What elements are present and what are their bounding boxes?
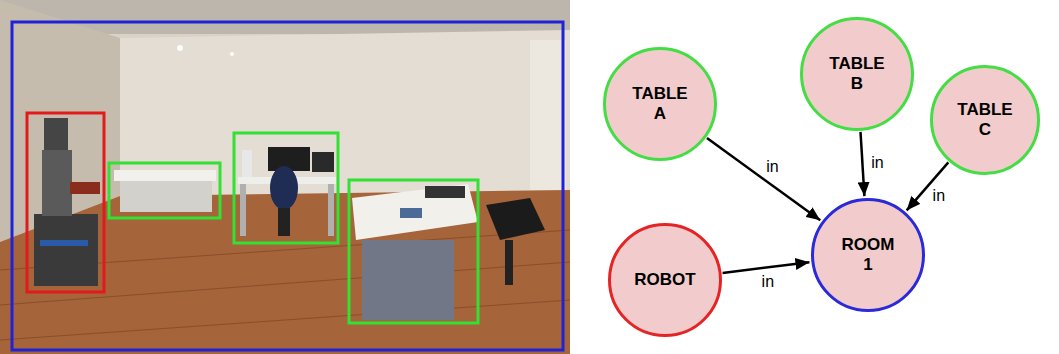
chair-base bbox=[505, 240, 513, 285]
graph-node: TABLE B bbox=[800, 17, 914, 131]
edge-label: in bbox=[760, 274, 776, 292]
desk-device bbox=[400, 208, 422, 218]
table-leg bbox=[328, 184, 334, 236]
plank-line bbox=[0, 300, 570, 340]
node-label: ROOM 1 bbox=[837, 235, 899, 276]
table-box bbox=[234, 133, 338, 243]
node-text-group: TABLE C bbox=[954, 100, 1016, 141]
node-text-group: ROBOT bbox=[634, 270, 695, 290]
graph-node: ROOM 1 bbox=[811, 198, 925, 312]
ceiling-light bbox=[177, 45, 183, 51]
node-outline bbox=[932, 67, 1039, 174]
room-box bbox=[12, 22, 563, 350]
table-body bbox=[120, 181, 212, 212]
table-box bbox=[349, 180, 478, 323]
node-outline bbox=[605, 49, 716, 160]
chair-base bbox=[278, 208, 290, 236]
in-arrow bbox=[707, 138, 820, 220]
monitor bbox=[268, 147, 310, 171]
edge-label: in bbox=[931, 187, 947, 205]
node-text-group: TABLE B bbox=[826, 54, 888, 95]
edge-label: in bbox=[764, 158, 780, 176]
room-photo bbox=[0, 0, 570, 354]
monitor bbox=[312, 152, 334, 172]
photo-ground bbox=[0, 0, 570, 354]
node-label: TABLE A bbox=[629, 84, 691, 125]
window-panel bbox=[530, 40, 566, 190]
node-outline bbox=[802, 19, 913, 130]
in-arrow bbox=[907, 162, 949, 210]
office-chair bbox=[270, 166, 298, 210]
node-label: ROBOT bbox=[634, 270, 695, 290]
graph-node: TABLE A bbox=[603, 47, 717, 161]
desk-top bbox=[352, 184, 478, 240]
desk-panel bbox=[362, 240, 454, 320]
robot-body bbox=[42, 150, 72, 216]
wood-floor bbox=[0, 190, 570, 354]
robot-base bbox=[34, 214, 98, 286]
node-text-group: ROOM 1 bbox=[837, 235, 899, 276]
table-top bbox=[114, 170, 216, 181]
office-chair bbox=[486, 198, 545, 240]
pc-tower bbox=[242, 150, 252, 178]
in-arrow bbox=[861, 132, 865, 196]
node-label: TABLE B bbox=[826, 54, 888, 95]
node-text-group: TABLE A bbox=[629, 84, 691, 125]
edge-label: in bbox=[869, 154, 885, 172]
ceiling-light bbox=[230, 52, 234, 56]
node-outline bbox=[813, 200, 924, 311]
graph-node: TABLE C bbox=[930, 65, 1040, 175]
in-arrow bbox=[723, 262, 810, 273]
node-outline bbox=[610, 225, 721, 336]
graph-node: ROBOT bbox=[608, 223, 722, 337]
table-leg bbox=[240, 184, 246, 236]
robot-arm bbox=[70, 182, 100, 194]
desk-device bbox=[425, 186, 465, 198]
node-label: TABLE C bbox=[954, 100, 1016, 141]
robot-head bbox=[44, 118, 68, 150]
table-box bbox=[109, 163, 220, 218]
robot-part bbox=[40, 240, 88, 246]
robot-box bbox=[27, 113, 104, 292]
